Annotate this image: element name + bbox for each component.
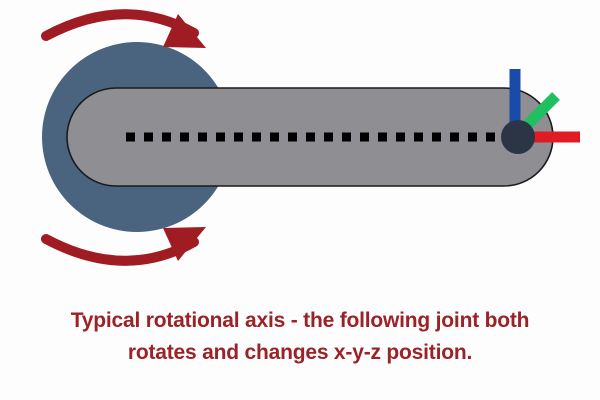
caption-line-2: rotates and changes x-y-z position.	[127, 341, 473, 364]
joint-diagram	[41, 9, 580, 266]
caption-line-1: Typical rotational axis - the following …	[70, 309, 530, 332]
rotation-arrow-top	[41, 9, 206, 48]
joint-node	[501, 120, 535, 154]
rotation-arrow-bottom	[41, 227, 206, 266]
figure-caption: Typical rotational axis - the following …	[0, 305, 600, 369]
